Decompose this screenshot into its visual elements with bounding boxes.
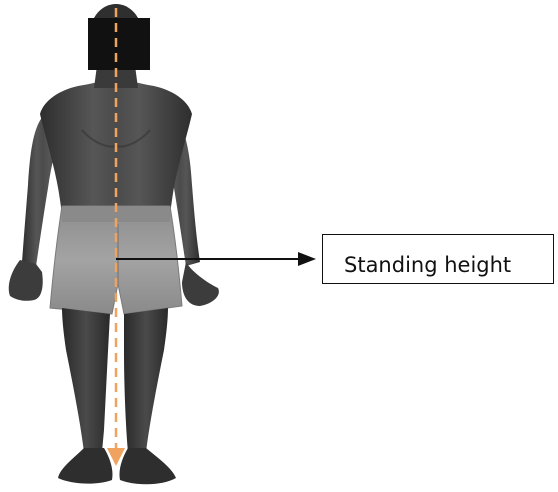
person-figure: [9, 4, 219, 484]
right-leg: [124, 308, 168, 452]
right-foot: [119, 448, 176, 484]
pointer-arrowhead-icon: [298, 252, 316, 266]
right-hand: [182, 262, 219, 306]
left-leg: [62, 308, 110, 452]
standing-height-label: Standing height: [344, 253, 511, 278]
left-hand: [9, 260, 43, 301]
face-mask: [88, 18, 150, 70]
left-foot: [58, 448, 113, 484]
label-box: Standing height: [322, 234, 554, 284]
